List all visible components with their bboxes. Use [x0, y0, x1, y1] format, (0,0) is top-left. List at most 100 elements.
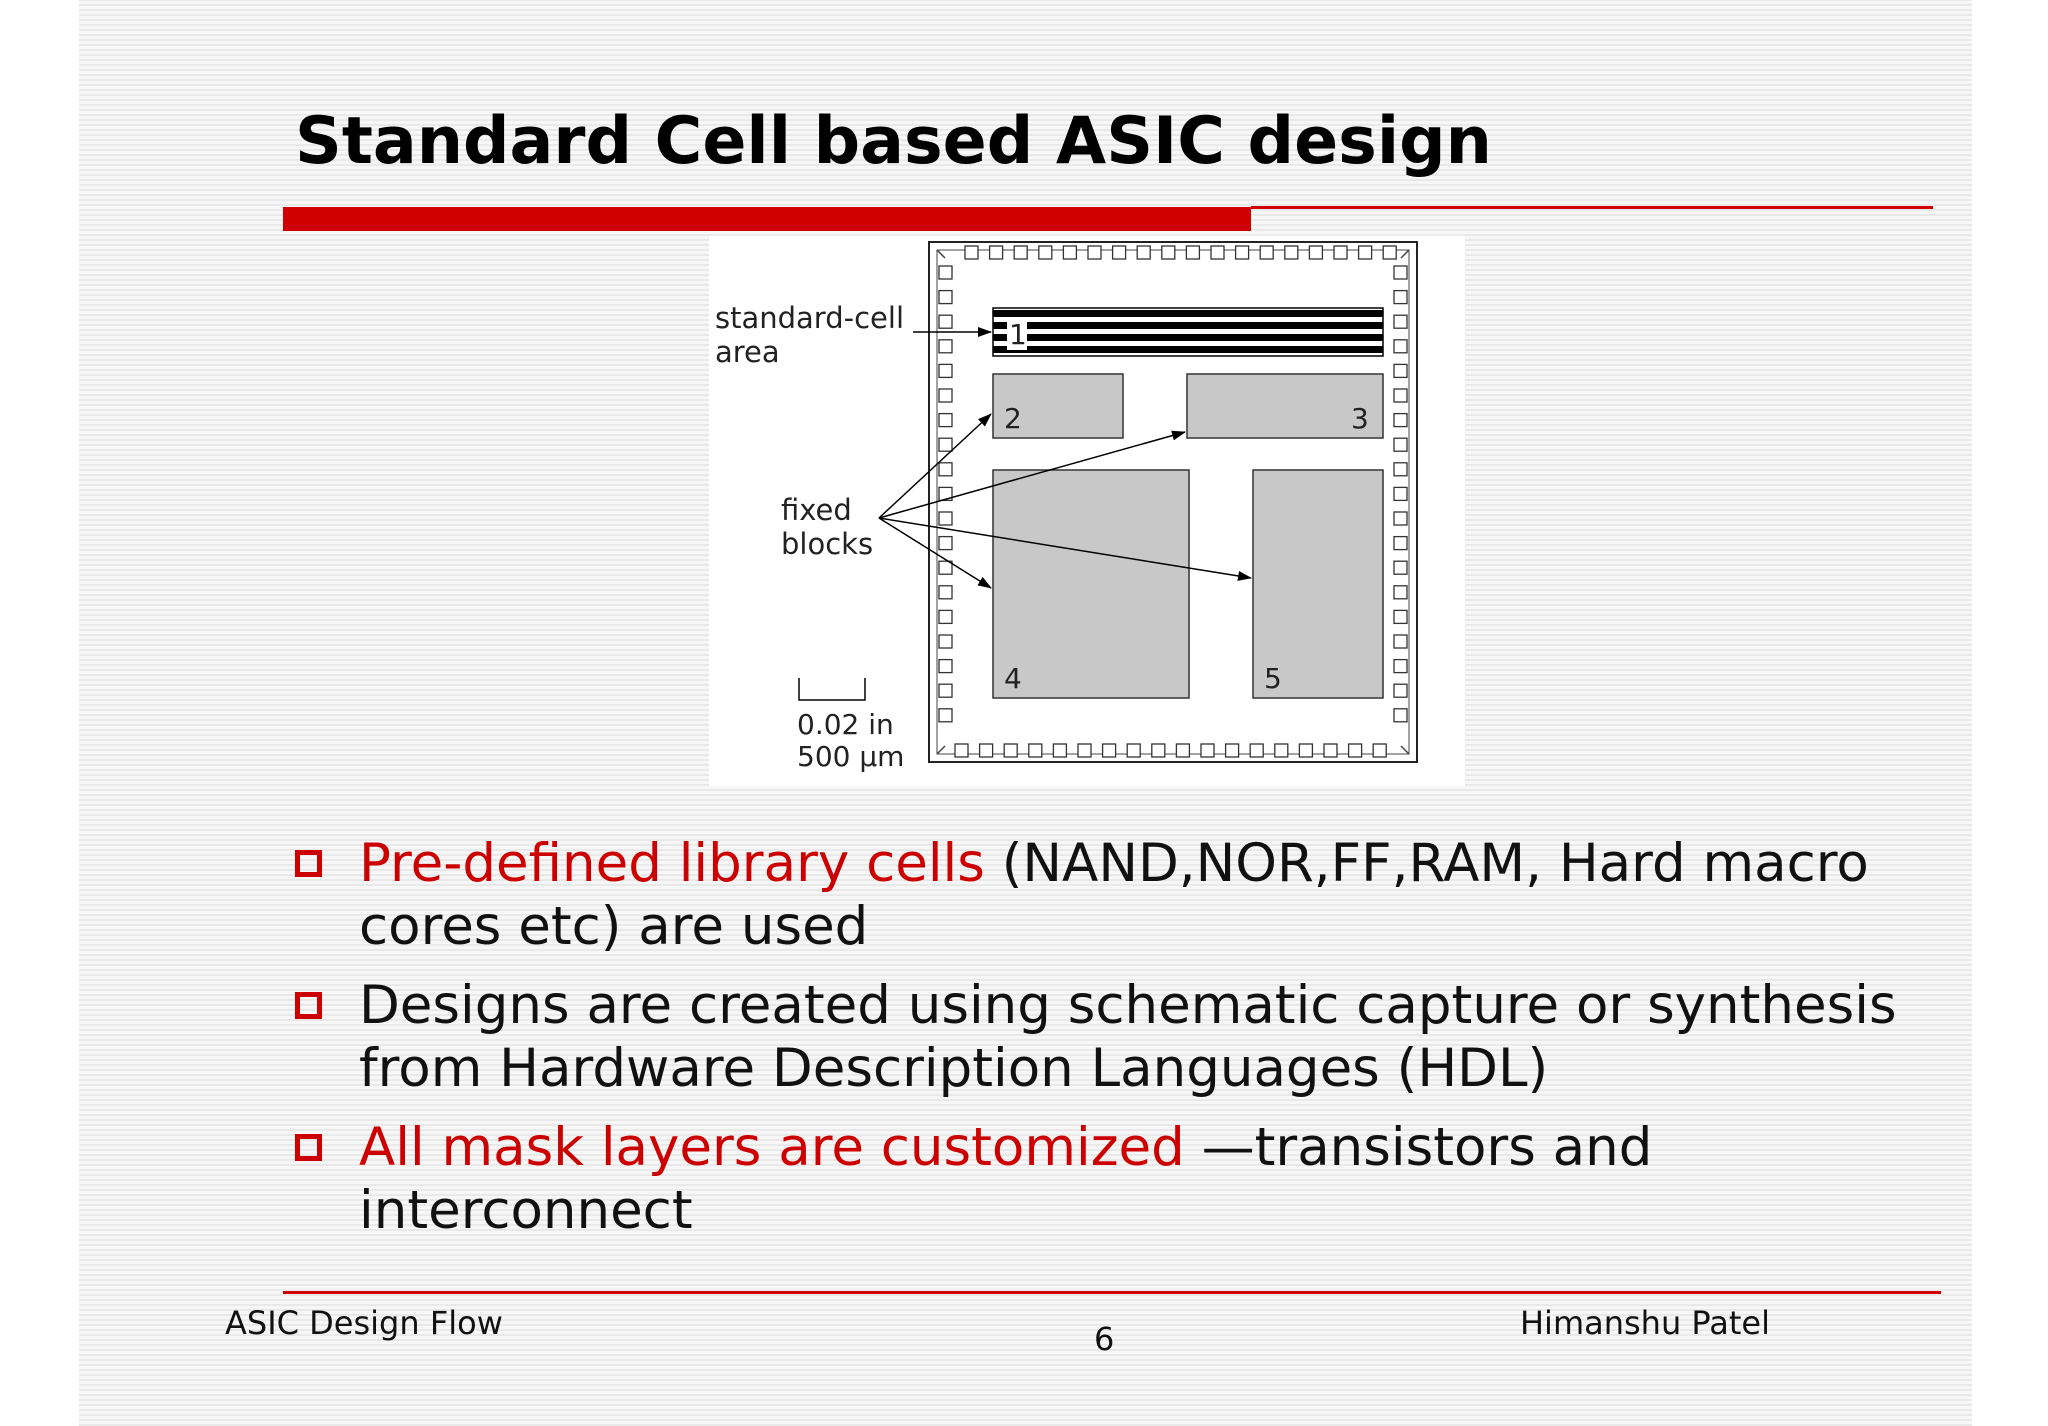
io-pad	[1393, 437, 1408, 452]
io-pad	[1028, 743, 1043, 758]
io-pad	[1077, 743, 1092, 758]
io-pad	[1234, 245, 1250, 260]
io-pad	[1393, 388, 1408, 403]
io-pad	[1151, 743, 1166, 758]
arrow-to-block-2	[878, 413, 992, 519]
io-pad	[938, 314, 953, 329]
io-pad-ring	[938, 245, 1408, 758]
io-pad	[1393, 658, 1408, 674]
io-pad	[938, 708, 953, 723]
block-number-1: 1	[1009, 318, 1027, 351]
fixed-block-2	[992, 373, 1124, 439]
block-number-3: 3	[1351, 402, 1369, 435]
title-underline-thick	[283, 207, 1251, 231]
io-pad	[938, 437, 953, 452]
io-pad	[938, 412, 953, 428]
io-pad	[1393, 265, 1408, 280]
io-pad	[938, 535, 953, 551]
io-pad	[938, 683, 953, 698]
io-pad	[938, 486, 953, 502]
io-pad	[1200, 743, 1215, 758]
block-number-4: 4	[1004, 662, 1022, 695]
io-pad	[938, 658, 953, 674]
io-pad	[1357, 245, 1373, 260]
io-pad	[1003, 743, 1018, 758]
block-number-2: 2	[1004, 402, 1022, 435]
io-pad	[1393, 708, 1408, 723]
io-pad	[938, 363, 953, 379]
io-pad	[1224, 743, 1240, 758]
io-pad	[1393, 486, 1408, 502]
bullet-text: Designs are created using schematic capt…	[359, 975, 1897, 1099]
bullet-text: —transistors and interconnect	[359, 1117, 1653, 1241]
io-pad	[1308, 245, 1324, 260]
io-pad	[1126, 743, 1141, 758]
corner-mark	[936, 249, 946, 259]
io-pad	[1175, 743, 1191, 758]
bullet-item: All mask layers are customized —transist…	[291, 1116, 1931, 1242]
io-pad	[1298, 743, 1314, 758]
io-pad	[1259, 245, 1274, 260]
io-pad	[1013, 245, 1028, 260]
scale-bar	[798, 678, 866, 701]
scale-label-microns: 500 µm	[797, 740, 904, 773]
fixed-block-5	[1252, 469, 1384, 699]
bullet-text: (NAND,NOR,FF,RAM, Hard macro cores etc) …	[359, 833, 1869, 957]
standard-cell-label: standard-cell	[715, 301, 904, 335]
io-pad	[938, 609, 953, 625]
fixed-block-3	[1186, 373, 1384, 439]
io-pad	[1393, 585, 1408, 600]
square-bullet-icon	[295, 992, 322, 1019]
fixed-block-4	[992, 469, 1190, 699]
io-pad	[1052, 743, 1068, 758]
bullet-highlight: Pre-defined library cells	[359, 833, 985, 894]
square-bullet-icon	[295, 1134, 322, 1161]
slide-title: Standard Cell based ASIC design	[295, 104, 1492, 179]
io-pad	[938, 511, 953, 526]
io-pad	[1284, 245, 1299, 260]
slide: Standard Cell based ASIC design	[79, 0, 1972, 1426]
arrow-to-block-4	[878, 517, 992, 589]
bullet-highlight: All mask layers are customized	[359, 1117, 1185, 1178]
io-pad	[1185, 245, 1201, 260]
io-pad	[1393, 339, 1408, 354]
scale-label-inches: 0.02 in	[797, 708, 894, 741]
fixed-blocks-label: fixed	[781, 493, 852, 527]
io-pad	[1087, 245, 1102, 260]
footer-author: Himanshu Patel	[1519, 1304, 1770, 1342]
bullet-item: Pre-defined library cells (NAND,NOR,FF,R…	[291, 832, 1931, 958]
io-pad	[988, 245, 1004, 260]
standard-cell-area-block: 1	[992, 307, 1384, 357]
footer-course-title: ASIC Design Flow	[225, 1304, 503, 1342]
block-number-5: 5	[1264, 662, 1282, 695]
io-pad	[1101, 743, 1117, 758]
square-bullet-icon	[295, 850, 322, 877]
io-pad	[1038, 245, 1053, 260]
io-pad	[938, 560, 953, 575]
bullet-list: Pre-defined library cells (NAND,NOR,FF,R…	[291, 832, 1931, 1258]
io-pad	[1382, 245, 1397, 260]
chip-layout-figure: 1 2 3 4 5 standard-cell area fixed block…	[709, 236, 1465, 786]
corner-mark	[936, 745, 946, 755]
io-pad	[1062, 245, 1078, 260]
io-pad	[1393, 412, 1408, 428]
io-pad	[1333, 245, 1348, 260]
io-pad	[1372, 743, 1387, 758]
io-pad	[1393, 314, 1408, 329]
io-pad	[1393, 511, 1408, 526]
io-pad	[1393, 560, 1408, 575]
arrow-to-block-3	[878, 430, 1186, 519]
io-pad	[938, 634, 953, 649]
io-pad	[938, 265, 953, 280]
io-pad	[1249, 743, 1264, 758]
page-number: 6	[1094, 1320, 1115, 1358]
arrow-to-block-5	[878, 517, 1252, 581]
standard-cell-label-area: area	[715, 335, 780, 369]
io-pad	[1393, 363, 1408, 379]
bullet-item: Designs are created using schematic capt…	[291, 974, 1931, 1100]
io-pad	[954, 743, 969, 758]
io-pad	[1161, 245, 1176, 260]
corner-mark	[1400, 745, 1410, 755]
io-pad	[1393, 683, 1408, 698]
io-pad	[1393, 462, 1408, 477]
